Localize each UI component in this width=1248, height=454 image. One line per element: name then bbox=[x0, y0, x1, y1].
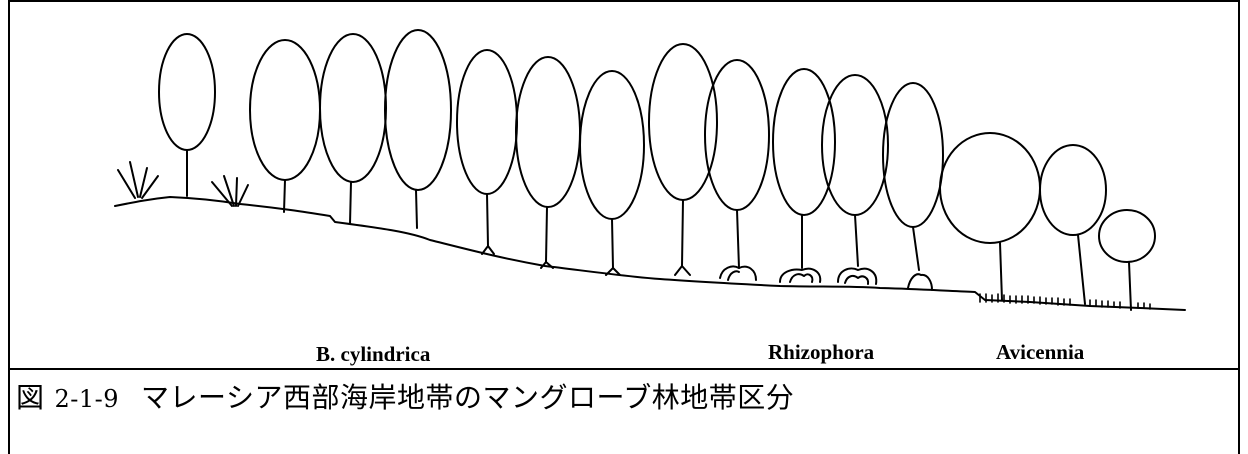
tree-3 bbox=[320, 34, 386, 224]
tree-5 bbox=[457, 50, 517, 254]
tree-avicennia-1 bbox=[940, 133, 1040, 300]
tree-1 bbox=[159, 34, 215, 196]
caption-number: 2-1-9 bbox=[55, 385, 120, 413]
tree-6 bbox=[516, 57, 580, 268]
tree-avicennia-2 bbox=[1040, 145, 1106, 304]
figure-caption: 図 2-1-9 マレーシア西部海岸地帯のマングローブ林地帯区分 bbox=[16, 376, 794, 416]
label-rhizophora: Rhizophora bbox=[768, 340, 874, 365]
label-avicennia: Avicennia bbox=[996, 340, 1084, 365]
grass-tuft-left bbox=[118, 162, 158, 198]
tree-7 bbox=[580, 71, 644, 275]
ground-profile bbox=[115, 197, 1185, 310]
caption-text: マレーシア西部海岸地帯のマングローブ林地帯区分 bbox=[141, 376, 794, 416]
caption-prefix: 図 bbox=[16, 376, 45, 416]
tree-12 bbox=[883, 83, 943, 290]
tree-4 bbox=[385, 30, 451, 228]
tree-2 bbox=[250, 40, 320, 212]
label-b-cylindrica: B. cylindrica bbox=[316, 342, 430, 367]
tree-avicennia-3 bbox=[1099, 210, 1155, 310]
mangrove-zonation-diagram bbox=[0, 0, 1248, 370]
